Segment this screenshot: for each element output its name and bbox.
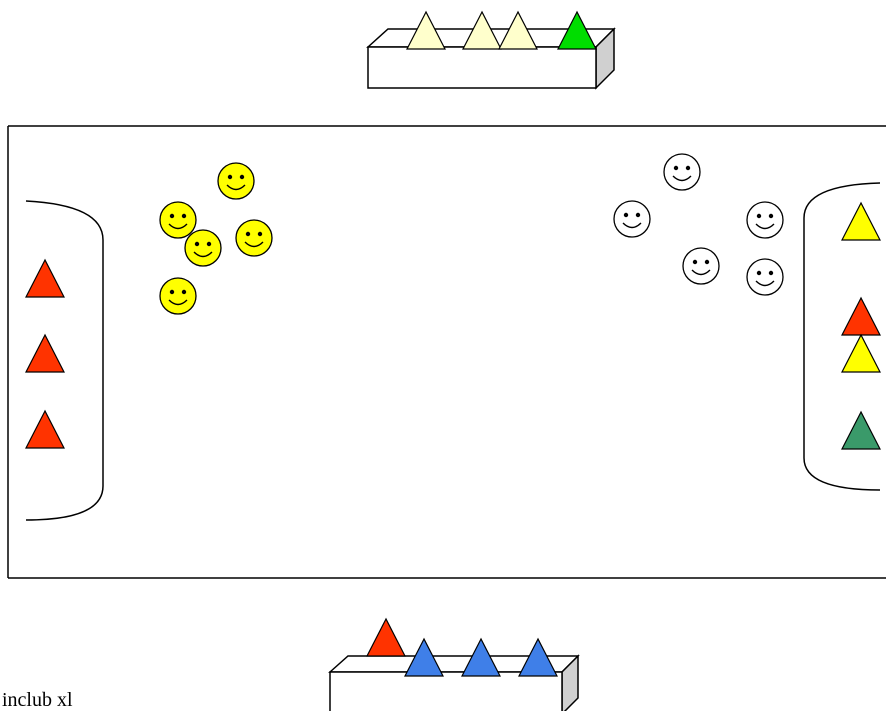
- cone-light-yellow: [462, 10, 502, 50]
- smiley-face-icon: [613, 200, 651, 238]
- caption-text: inclub xl: [2, 689, 73, 711]
- right-goal-area: [803, 182, 881, 491]
- cone-red: [25, 409, 65, 449]
- cone-blue: [404, 637, 444, 677]
- smiley-face-icon: [217, 162, 255, 200]
- cone-red: [25, 333, 65, 373]
- right-goal-cones: [841, 201, 881, 450]
- smiley-face-icon: [746, 258, 784, 296]
- smiley-face-icon: [159, 277, 197, 315]
- left-goal-cones: [25, 258, 65, 449]
- smiley-face-icon: [682, 247, 720, 285]
- cone-yellow: [841, 333, 881, 373]
- cone-green: [557, 10, 597, 50]
- bottom-bench: [328, 654, 580, 711]
- cone-light-yellow: [498, 10, 538, 50]
- smiley-face-icon: [235, 219, 273, 257]
- smiley-face-icon: [159, 201, 197, 239]
- smiley-face-icon: [184, 229, 222, 267]
- cone-teal: [841, 410, 881, 450]
- field-boundary: [7, 125, 886, 579]
- yellow-team: [159, 162, 273, 315]
- cone-red: [841, 296, 881, 336]
- smiley-face-icon: [746, 201, 784, 239]
- cone-blue: [461, 637, 501, 677]
- top-bench-cones: [406, 10, 597, 50]
- cone-red: [25, 258, 65, 298]
- cone-yellow: [841, 201, 881, 241]
- cone-red: [366, 617, 406, 657]
- cone-blue: [518, 637, 558, 677]
- left-goal-area: [25, 200, 104, 521]
- white-team: [613, 153, 784, 296]
- bottom-bench-cones: [366, 617, 558, 677]
- smiley-face-icon: [663, 153, 701, 191]
- cone-light-yellow: [406, 10, 446, 50]
